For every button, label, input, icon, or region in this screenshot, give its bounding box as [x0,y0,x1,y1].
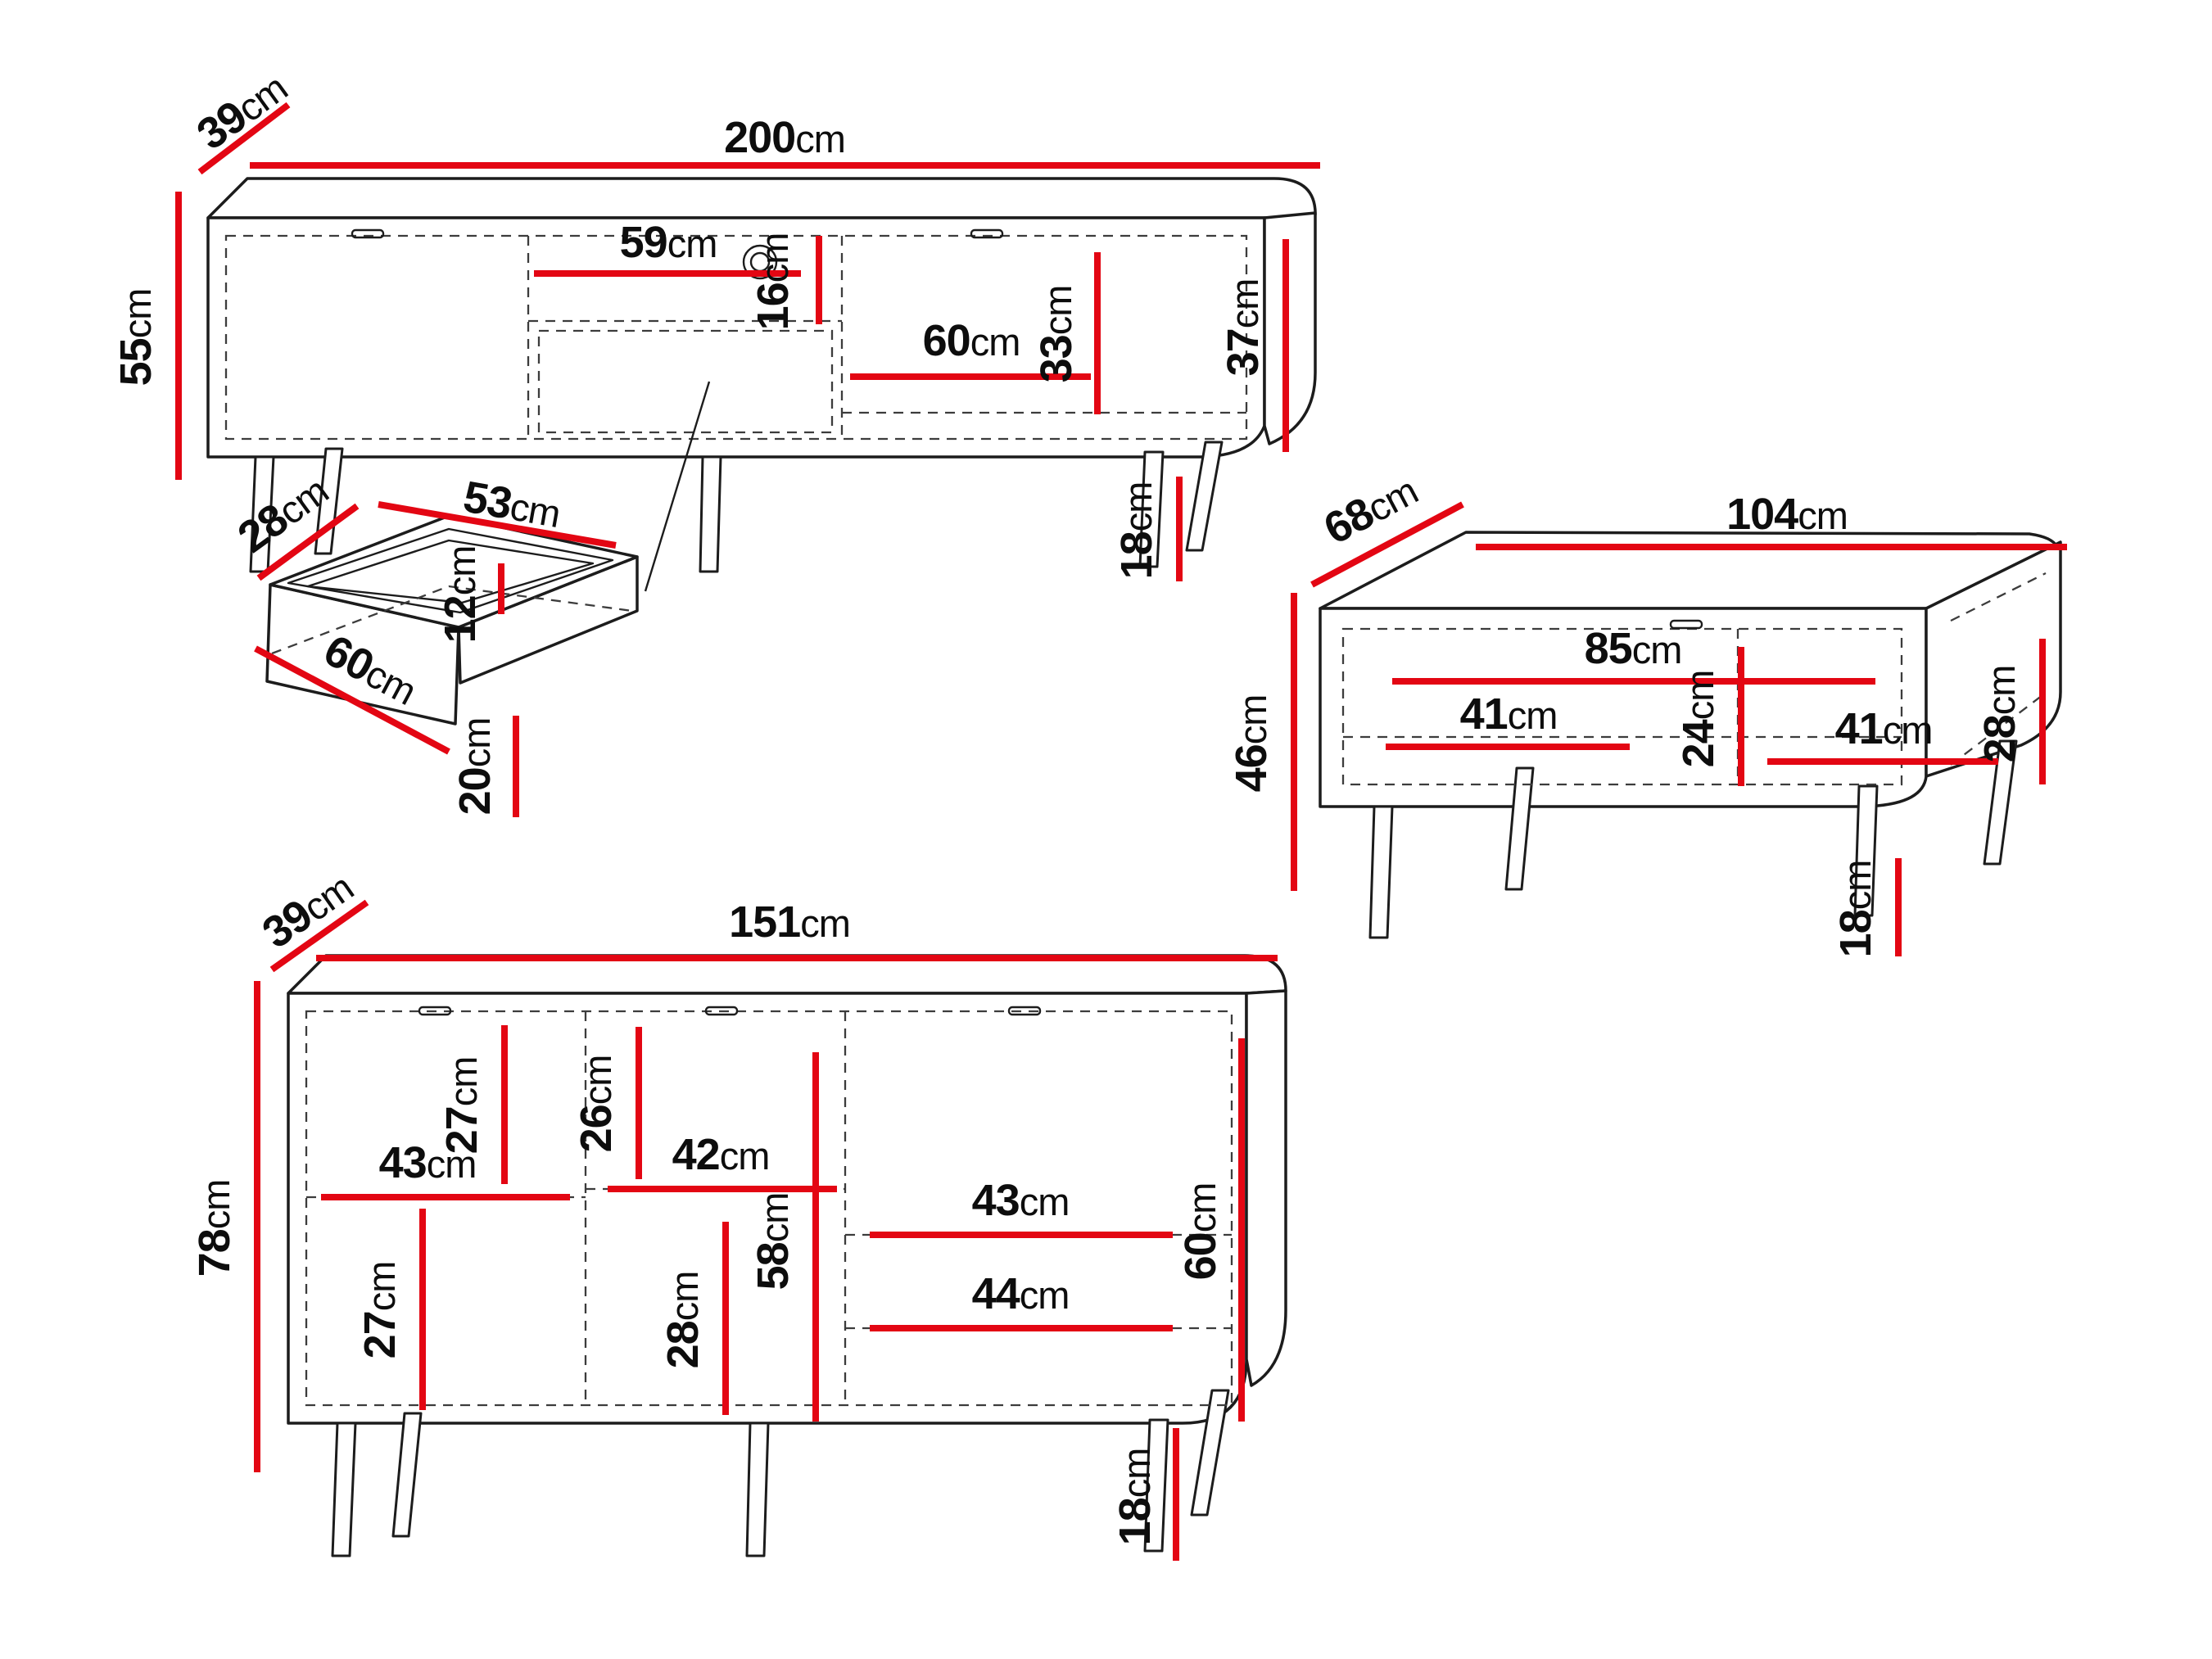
sideboard-right-shelf-label: 43cm [972,1176,1070,1225]
sideboard-lower-middle-height-label: 28cm [658,1272,708,1369]
tv-right-side [1263,211,1317,445]
coffee-table [1319,531,2062,939]
coffee-compartment-height-label: 24cm [1674,671,1723,768]
sideboard-leg-height-label: 18cm [1111,1449,1160,1546]
drawer-front-width-line [254,645,450,755]
coffee-height-label: 46cm [1227,695,1276,793]
tv-niche-width-label: 59cm [620,218,717,267]
coffee-width-label: 104cm [1726,490,1848,539]
drawer-dimension-labels: 28cm 53cm 12cm 60cm 20cm [229,468,563,816]
sideboard-dimension-labels: 39cm 151cm 78cm 27cm 26cm 43cm 42cm 43cm… [190,866,1225,1546]
drawer-front-height-label: 20cm [450,718,500,816]
tv-leg-height-label: 18cm [1112,482,1161,580]
tv-height-label: 55cm [111,289,161,386]
coffee-side-height-label: 28cm [1975,666,2024,763]
drawer-inner-bottom [306,539,595,604]
coffee-table-dimension-lines [1291,501,2067,956]
tv-left-door-handle [351,228,385,239]
drawer-side-height-label: 12cm [436,546,485,644]
tv-right-door-handle [970,228,1004,239]
coffee-right-compartment-label: 41cm [1835,704,1933,753]
coffee-leg-height-label: 18cm [1831,861,1880,958]
coffee-left-compartment-label: 41cm [1460,689,1558,739]
coffee-shelf-width-label: 85cm [1585,624,1682,673]
tv-body [206,216,1266,459]
tv-depth-label: 39cm [188,62,296,159]
coffee-table-legs [1368,739,2018,939]
sideboard-width-label: 151cm [729,897,850,947]
sideboard-right-door-handle [1007,1006,1042,1016]
sideboard-upper-left-height-label: 27cm [437,1057,486,1155]
tv-top-panel [206,177,1317,219]
tv-hidden-edges [224,234,1248,441]
sideboard-middle-door-handle [704,1006,739,1016]
sideboard-left-door-handle [418,1006,452,1016]
sideboard-height-label: 78cm [190,1180,239,1277]
sideboard-upper-middle-height-label: 26cm [572,1056,621,1153]
tv-niche-height-label: 16cm [749,233,798,331]
tv-dimension-lines [175,102,1320,581]
drawer [265,514,639,726]
tv-side-height-label: 37cm [1219,279,1268,377]
cable-grommet-outer [742,244,778,280]
coffee-table-handle [1669,619,1703,630]
sideboard-lower-left-height-label: 27cm [355,1262,405,1359]
sideboard-middle-inner-height-label: 58cm [749,1193,798,1291]
tv-right-compartment-width-label: 60cm [923,316,1020,365]
drawer-dimension-lines [254,501,617,817]
drawer-width-line [378,501,617,549]
tv-right-compartment-height-label: 33cm [1032,286,1081,383]
sideboard-left-shelf-label: 43cm [379,1138,477,1187]
drawer-width-label: 53cm [459,472,563,537]
sideboard-middle-shelf-label: 42cm [672,1130,770,1179]
tv-stand [206,177,1317,592]
sideboard-depth-line [269,899,369,973]
sideboard [287,954,1287,1557]
drawer-rim [269,514,639,629]
drawer-hidden-edges [271,585,633,655]
sideboard-right-side [1245,989,1287,1387]
drawer-inner-rim [287,527,614,614]
tv-width-label: 200cm [724,113,845,162]
coffee-depth-label: 68cm [1316,465,1425,554]
drawer-depth-line [256,503,360,581]
sideboard-dimension-lines [254,899,1278,1561]
coffee-table-right-side [1925,540,2062,778]
sideboard-right-lower-shelf-label: 44cm [972,1269,1070,1318]
sideboard-side-height-label: 60cm [1176,1183,1225,1281]
coffee-depth-line [1310,501,1464,588]
drawer-leader-line [644,381,711,592]
sideboard-legs [331,1389,1230,1557]
tv-depth-line [197,102,291,175]
